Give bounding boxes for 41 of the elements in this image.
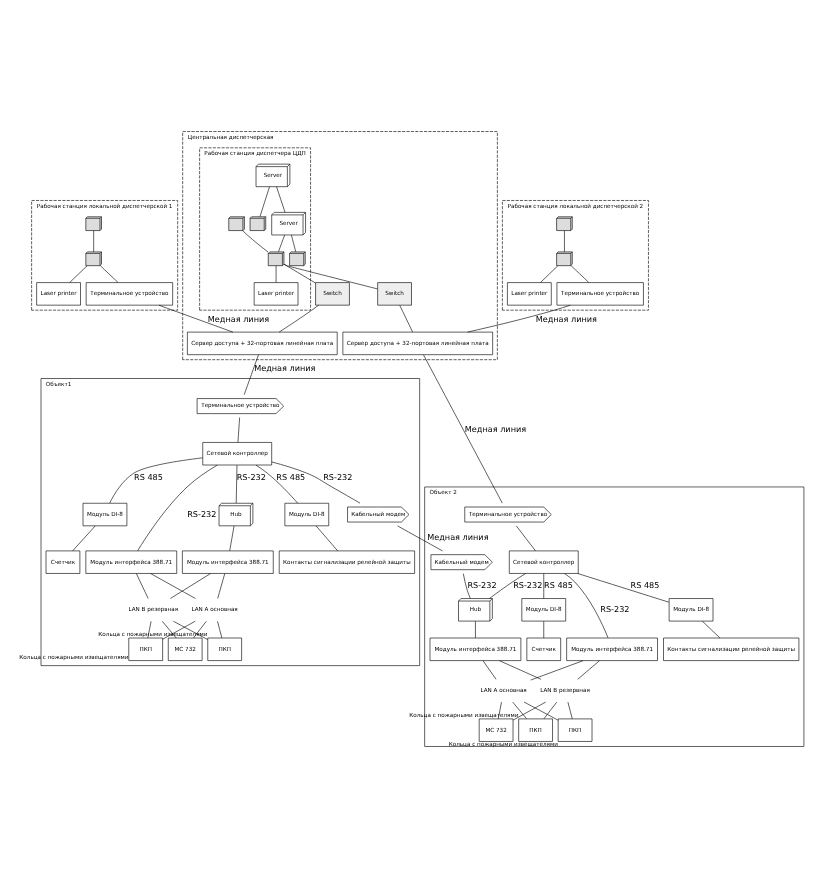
connector [137, 464, 218, 552]
connector [530, 660, 584, 681]
connector [283, 264, 378, 290]
connector [278, 234, 285, 253]
connector [193, 621, 207, 639]
connector [702, 621, 721, 639]
connector [158, 304, 234, 333]
connector [173, 620, 208, 640]
connector [100, 265, 119, 283]
connector [136, 573, 149, 599]
connector [475, 621, 476, 639]
connector [577, 573, 670, 603]
connector [397, 525, 443, 552]
connector [162, 621, 177, 639]
connector [242, 230, 269, 253]
connector [283, 263, 316, 284]
connector [540, 265, 559, 283]
connector [499, 660, 542, 680]
connector [564, 573, 609, 639]
connector [577, 660, 600, 680]
connector [463, 573, 471, 599]
connector [467, 304, 571, 333]
connector [93, 230, 94, 253]
connector [570, 265, 590, 283]
connector [291, 234, 297, 253]
connector [543, 701, 558, 720]
connector [315, 525, 338, 552]
connector [423, 354, 503, 504]
connector [162, 620, 196, 640]
connector [512, 701, 527, 720]
connector [217, 573, 226, 599]
connector [512, 701, 546, 721]
connector [543, 573, 545, 599]
connector [170, 573, 211, 599]
connector [523, 701, 559, 721]
connector [150, 573, 196, 599]
connector [255, 464, 298, 504]
connector [489, 573, 527, 599]
connector [564, 230, 565, 253]
connector [69, 265, 88, 283]
connector [243, 354, 259, 395]
